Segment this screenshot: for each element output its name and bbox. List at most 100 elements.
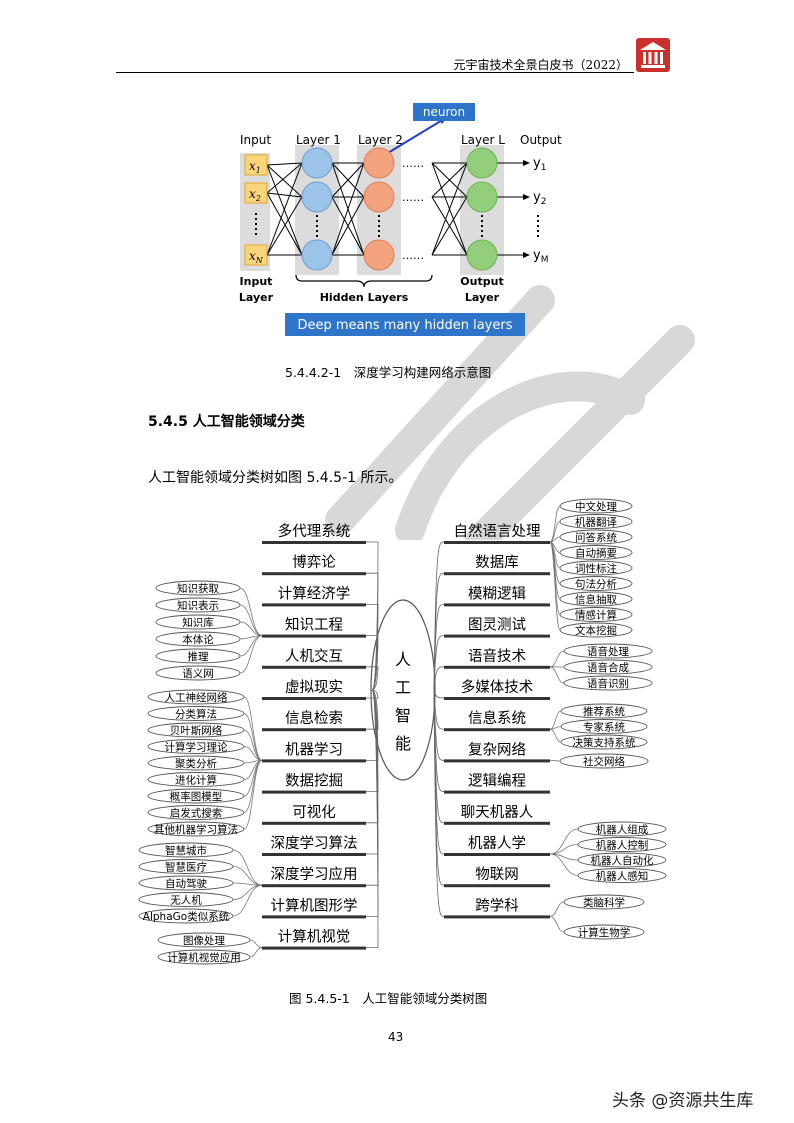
left-branch-bar bbox=[262, 790, 366, 794]
leaf-label: 类脑科学 bbox=[583, 896, 625, 909]
leaf-label: 词性标注 bbox=[575, 562, 617, 575]
left-branch-bar bbox=[262, 634, 366, 638]
left-branch-label: 人机交互 bbox=[285, 647, 343, 665]
leaf-label: 社交网络 bbox=[583, 755, 625, 768]
right-branch-bar bbox=[444, 541, 550, 544]
leaf-label: 语音合成 bbox=[587, 661, 629, 674]
right-branch-bar bbox=[444, 915, 550, 919]
right-branch-bar bbox=[444, 603, 550, 607]
leaf-label: 本体论 bbox=[182, 633, 214, 646]
leaf-label: 情感计算 bbox=[575, 609, 617, 622]
col-layer2-label: Layer 2 bbox=[358, 133, 403, 147]
left-branch-bar bbox=[262, 821, 366, 825]
output-layer-label-1: Output bbox=[460, 275, 503, 288]
right-branch-bar bbox=[444, 665, 550, 669]
right-branch-label: 信息系统 bbox=[468, 710, 526, 727]
svg-text:y2: y2 bbox=[533, 190, 546, 207]
left-branch-label: 深度学习算法 bbox=[271, 835, 358, 852]
leaf-label: 人工神经网络 bbox=[165, 691, 228, 704]
right-branch-label: 物联网 bbox=[475, 866, 519, 883]
right-branch-label: 跨学科 bbox=[475, 897, 519, 914]
leaf-label: 语义网 bbox=[182, 668, 214, 680]
neuron-label: neuron bbox=[423, 105, 465, 119]
left-branch-bar bbox=[262, 697, 366, 700]
right-branch-label: 聊天机器人 bbox=[461, 804, 534, 821]
section-heading: 5.4.5 人工智能领域分类 bbox=[148, 414, 305, 430]
leaf-label: 机器人组成 bbox=[596, 823, 649, 836]
left-branch-label: 计算机视觉 bbox=[278, 929, 351, 946]
left-branch-label: 虚拟现实 bbox=[285, 679, 343, 696]
ai-taxonomy-tree: 人工智能多代理系统博弈论计算经济学知识工程人机交互虚拟现实信息检索机器学习数据挖… bbox=[138, 498, 667, 965]
svg-text:x2: x2 bbox=[249, 187, 261, 203]
leaf-label: 专家系统 bbox=[583, 721, 625, 734]
left-branch-label: 计算机图形学 bbox=[271, 897, 358, 914]
section-paragraph: 人工智能领域分类树如图 5.4.5-1 所示。 bbox=[148, 470, 403, 486]
leaf-label: 智慧城市 bbox=[165, 844, 207, 857]
hidden-layers-label: Hidden Layers bbox=[320, 291, 409, 304]
left-branch-label: 信息检索 bbox=[285, 710, 343, 727]
right-branch-bar bbox=[444, 759, 550, 763]
leaf-label: 机器翻译 bbox=[575, 516, 617, 529]
left-branch-bar bbox=[262, 572, 366, 576]
leaf-label: 进化计算 bbox=[175, 774, 217, 787]
xn-label: x bbox=[249, 249, 256, 263]
footer-attribution: 头条 @资源共生库 bbox=[612, 1091, 754, 1111]
leaf-label: 文本挖掘 bbox=[575, 624, 617, 637]
leaf-label: 信息抽取 bbox=[575, 593, 617, 606]
center-char: 能 bbox=[395, 734, 411, 753]
leaf-label: 句法分析 bbox=[575, 578, 617, 591]
dots-2: …… bbox=[402, 191, 424, 204]
leaf-label: 知识库 bbox=[182, 616, 214, 629]
x1-label: x bbox=[249, 159, 256, 173]
right-branch-label: 自然语言处理 bbox=[454, 523, 541, 540]
col-layer1-label: Layer 1 bbox=[296, 133, 341, 147]
figure1-caption: 5.4.4.2-1 深度学习构建网络示意图 bbox=[285, 365, 492, 380]
leaf-label: 智慧医疗 bbox=[165, 861, 207, 874]
svg-text:x1: x1 bbox=[249, 159, 261, 175]
center-node bbox=[370, 599, 436, 781]
dots-1: …… bbox=[402, 157, 424, 170]
col-layerl-label: Layer L bbox=[461, 133, 505, 147]
input-layer-label-1: Input bbox=[240, 275, 273, 288]
leaf-label: 问答系统 bbox=[575, 531, 617, 544]
header-title: 元宇宙技术全景白皮书（2022） bbox=[453, 58, 628, 72]
right-branch-bar bbox=[444, 790, 550, 794]
right-branch-label: 逻辑编程 bbox=[468, 773, 526, 790]
leaf-label: 机器人感知 bbox=[596, 870, 649, 883]
right-branch-label: 模糊逻辑 bbox=[468, 585, 526, 602]
header-rule bbox=[116, 72, 634, 73]
leaf-label: 贝叶斯网络 bbox=[170, 724, 223, 737]
leaf-label: 其他机器学习算法 bbox=[154, 823, 238, 836]
right-branch-label: 语音技术 bbox=[468, 648, 526, 665]
leaf-label: 机器人自动化 bbox=[591, 854, 654, 867]
publisher-logo-icon bbox=[636, 38, 670, 72]
center-char: 工 bbox=[395, 678, 411, 697]
leaf-label: 知识获取 bbox=[177, 582, 219, 595]
svg-text:y1: y1 bbox=[533, 156, 546, 173]
ym-label: y bbox=[533, 248, 541, 263]
dots-3: …… bbox=[402, 249, 424, 262]
left-branch-bar bbox=[262, 884, 366, 888]
col-input-label: Input bbox=[240, 133, 271, 147]
left-branch-bar bbox=[262, 603, 366, 607]
leaf-label: 启发式搜索 bbox=[170, 807, 223, 820]
right-branch-label: 多媒体技术 bbox=[461, 679, 534, 696]
left-branch-label: 多代理系统 bbox=[278, 523, 351, 540]
left-branch-bar bbox=[262, 665, 366, 669]
right-branch-label: 图灵测试 bbox=[468, 617, 526, 634]
leaf-label: AlphaGo类似系统 bbox=[143, 910, 230, 923]
center-char: 智 bbox=[395, 706, 411, 725]
leaf-label: 语音处理 bbox=[587, 645, 629, 658]
x2-label: x bbox=[249, 187, 256, 201]
left-branch-bar bbox=[262, 915, 366, 919]
right-branch-label: 数据库 bbox=[475, 554, 519, 571]
leaf-label: 推荐系统 bbox=[583, 705, 625, 718]
leaf-label: 机器人控制 bbox=[596, 839, 649, 852]
center-char: 人 bbox=[395, 650, 411, 669]
output-layer-label-2: Layer bbox=[465, 291, 500, 304]
leaf-label: 计算学习理论 bbox=[165, 741, 228, 754]
leaf-label: 概率图模型 bbox=[170, 790, 223, 803]
left-branch-bar bbox=[262, 759, 366, 763]
left-branch-label: 机器学习 bbox=[285, 741, 343, 758]
left-branch-label: 可视化 bbox=[292, 804, 336, 821]
